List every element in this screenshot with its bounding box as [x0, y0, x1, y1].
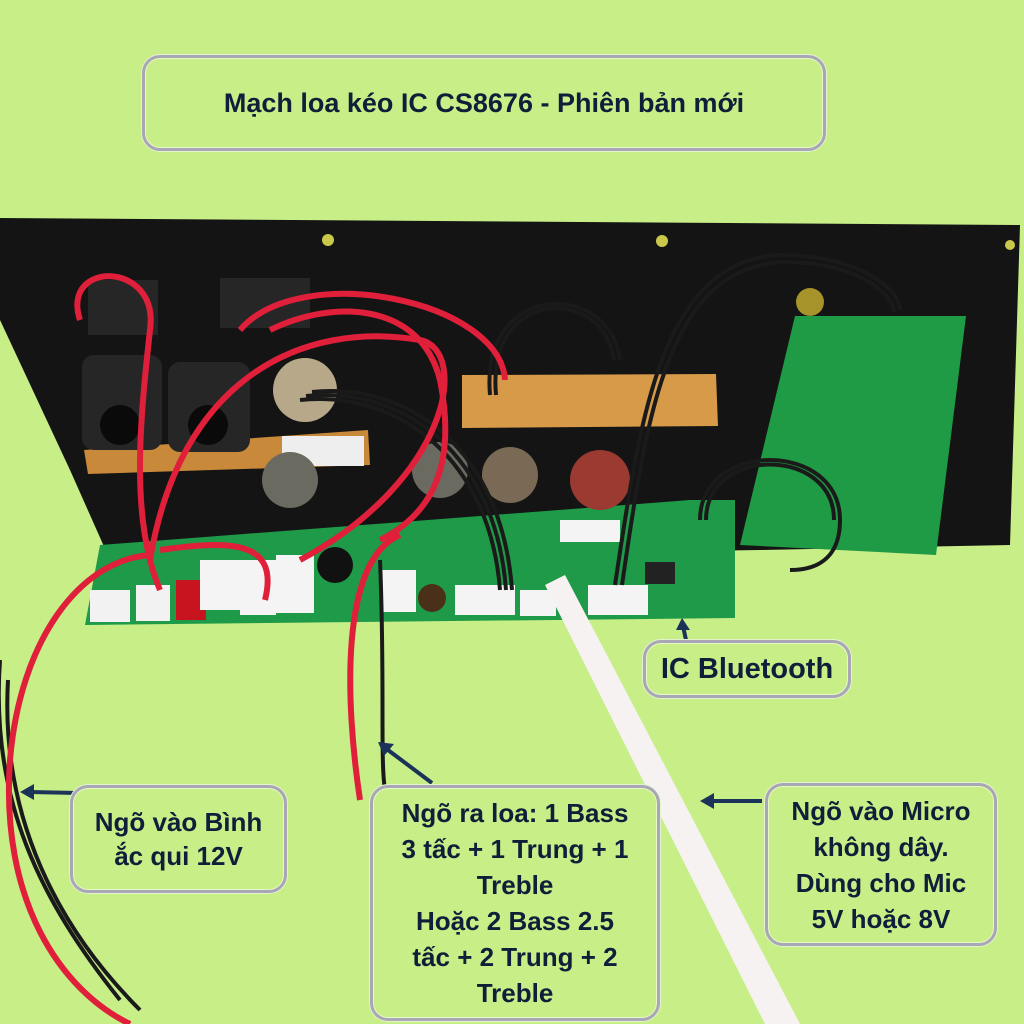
speaker-output-label: Ngõ ra loa: 1 Bass 3 tấc + 1 Trung + 1 T…	[401, 798, 629, 1008]
xlr-board	[462, 374, 718, 428]
bluetooth-pcb	[740, 316, 966, 555]
title-box: Mạch loa kéo IC CS8676 - Phiên bản mới	[142, 55, 826, 151]
battery-input-label-box: Ngõ vào Bình ắc qui 12V	[70, 785, 287, 893]
speaker-output-label-box: Ngõ ra loa: 1 Bass 3 tấc + 1 Trung + 1 T…	[370, 785, 660, 1021]
bluetooth-label: IC Bluetooth	[660, 652, 834, 685]
micro-input-label-box: Ngõ vào Micro không dây. Dùng cho Mic 5V…	[765, 783, 997, 946]
page-title: Mạch loa kéo IC CS8676 - Phiên bản mới	[223, 87, 745, 118]
battery-input-label: Ngõ vào Bình ắc qui 12V	[94, 807, 263, 871]
annotation-arrows	[20, 618, 762, 809]
bluetooth-label-box: IC Bluetooth	[643, 640, 851, 698]
mic-cable	[545, 575, 800, 1024]
micro-input-label: Ngõ vào Micro không dây. Dùng cho Mic 5V…	[791, 795, 971, 934]
